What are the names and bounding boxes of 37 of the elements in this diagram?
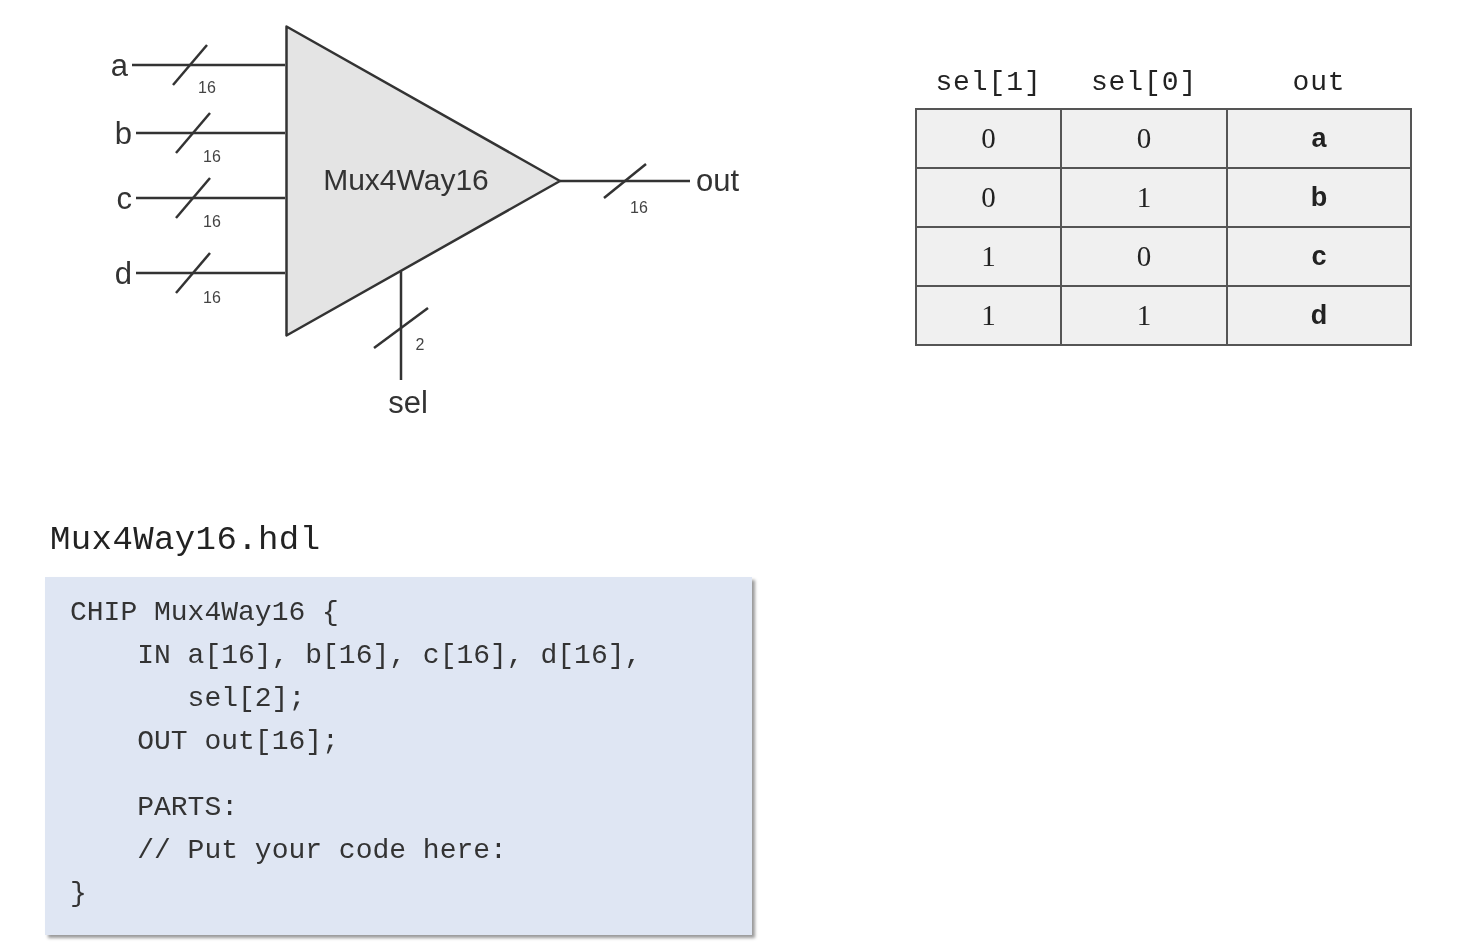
pin-label: c [96, 178, 136, 218]
code-line: } [70, 877, 87, 911]
pin-label: d [96, 253, 136, 293]
wire [136, 131, 285, 135]
table-cell: d [1227, 286, 1411, 345]
multiplexer-symbol [285, 25, 560, 337]
code-line: // Put your code here: [137, 834, 507, 868]
table-cell: 0 [916, 109, 1061, 168]
column-header: sel[1] [916, 56, 1061, 109]
table-cell: 1 [1061, 168, 1227, 227]
code-line: CHIP Mux4Way16 { [70, 596, 339, 630]
code-line: PARTS: [137, 791, 239, 825]
table-cell: 0 [1061, 227, 1227, 286]
table-cell: c [1227, 227, 1411, 286]
table-cell: b [1227, 168, 1411, 227]
wire [560, 179, 690, 183]
pin-label: out [690, 160, 752, 200]
chip-name: Mux4Way16 [322, 162, 490, 198]
table-cell: 0 [916, 168, 1061, 227]
code-line: sel[2]; [187, 682, 306, 716]
column-header: out [1227, 56, 1411, 109]
pin-label: b [96, 113, 136, 153]
code-line: IN a[16], b[16], c[16], d[16], [137, 639, 642, 673]
column-header: sel[0] [1061, 56, 1227, 109]
file-name: Mux4Way16.hdl [50, 520, 321, 561]
pin-label: a [94, 45, 132, 85]
wire [136, 196, 285, 200]
table-cell: 1 [916, 227, 1061, 286]
code-line: OUT out[16]; [137, 725, 339, 759]
pin-label: sel [380, 380, 434, 424]
wire [132, 63, 285, 67]
table-cell: 1 [916, 286, 1061, 345]
table-cell: 0 [1061, 109, 1227, 168]
table-cell: 1 [1061, 286, 1227, 345]
wire [399, 271, 403, 380]
wire [136, 271, 285, 275]
table-cell: a [1227, 109, 1411, 168]
